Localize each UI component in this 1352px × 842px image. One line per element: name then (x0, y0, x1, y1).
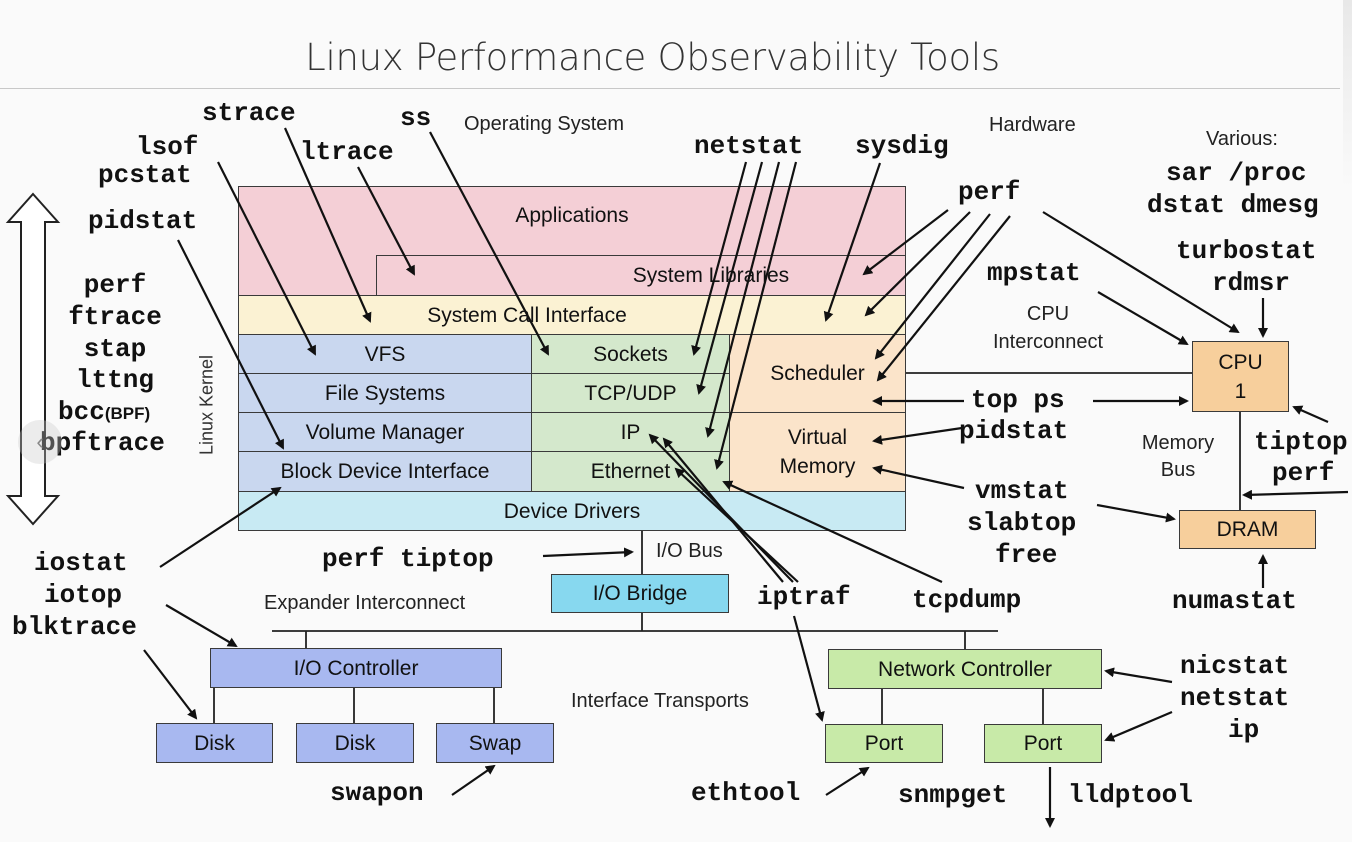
network-controller-label: Network Controller (878, 657, 1052, 681)
tool-pidstat-right: pidstat (959, 416, 1069, 446)
layer-applications-label: Applications (515, 204, 629, 227)
tool-iotop: iotop (44, 580, 123, 610)
page-title: Linux Performance Observability Tools (305, 36, 1000, 79)
tool-perf-tiptop: perf tiptop (322, 544, 494, 574)
tool-ethtool: ethtool (691, 778, 801, 808)
tool-swapon: swapon (330, 778, 424, 808)
various-label: Various: (1206, 128, 1278, 150)
tool-blktrace: blktrace (12, 612, 137, 642)
os-section-label: Operating System (464, 113, 625, 135)
tool-lsof: lsof (136, 132, 199, 162)
cpu-block-label: CPU 1 (1218, 350, 1263, 403)
tool-ltrace: ltrace (300, 137, 394, 167)
io-controller-label: I/O Controller (293, 656, 419, 680)
kernel-section-label: Linux Kernel (196, 354, 217, 456)
disk-1-label: Disk (194, 731, 235, 755)
hw-section-label: Hardware (989, 114, 1076, 136)
layer-device-drivers: Device Drivers (238, 491, 906, 531)
tool-iptraf: iptraf (757, 582, 851, 612)
layer-ip: IP (531, 412, 730, 452)
port-1: Port (825, 724, 943, 763)
tool-rdmsr: rdmsr (1212, 268, 1291, 298)
tool-left-bcc: bcc(BPF) (58, 397, 150, 427)
memory-bus-label: Memory Bus (1141, 432, 1215, 481)
tool-strace: strace (202, 98, 296, 128)
swap-device-label: Swap (468, 731, 522, 755)
dram-block-label: DRAM (1216, 518, 1279, 541)
tool-left-bpftrace: bpftrace (40, 428, 165, 458)
layer-vfs-label: VFS (364, 342, 406, 366)
tool-ss: ss (400, 103, 432, 133)
layer-ethernet-label: Ethernet (590, 460, 671, 483)
layer-volume-manager-label: Volume Manager (305, 420, 465, 444)
tool-tiptop-right: tiptop (1254, 427, 1348, 457)
tool-netstat-bottom: netstat (1180, 683, 1290, 713)
tool-pidstat-left: pidstat (88, 206, 198, 236)
tool-tcpdump: tcpdump (912, 585, 1022, 615)
swap-device: Swap (436, 723, 554, 763)
tool-left-bpf: (BPF) (104, 404, 151, 423)
dram-block: DRAM (1179, 510, 1316, 549)
previous-slide-button[interactable]: ‹ (18, 420, 62, 464)
kernel-section-label-wrap: Linux Kernel (196, 330, 218, 480)
layer-file-systems-label: File Systems (324, 381, 446, 405)
layer-device-drivers-label: Device Drivers (503, 499, 641, 523)
edge-strip (1343, 0, 1352, 190)
tool-nicstat: nicstat (1180, 651, 1290, 681)
tool-numastat: numastat (1172, 586, 1297, 616)
tool-pcstat: pcstat (98, 160, 192, 190)
tool-free: free (995, 540, 1058, 570)
disk-2: Disk (296, 723, 414, 763)
tool-sysdig: sysdig (855, 131, 949, 161)
layer-file-systems: File Systems (238, 373, 532, 413)
io-bus-label: I/O Bus (656, 540, 723, 562)
tool-top-ps: top ps (971, 385, 1065, 415)
expander-interconnect-label: Expander Interconnect (264, 592, 466, 614)
layer-tcp-udp-label: TCP/UDP (584, 381, 677, 405)
layer-ip-label: IP (620, 420, 641, 444)
tool-turbostat: turbostat (1176, 236, 1317, 266)
tool-mpstat: mpstat (987, 258, 1081, 288)
layer-block-device-interface: Block Device Interface (238, 451, 532, 492)
tool-lldptool: lldptool (1068, 780, 1193, 810)
tool-iostat: iostat (34, 548, 128, 578)
tool-snmpget: snmpget (898, 780, 1008, 810)
layer-scheduler-label: Scheduler (770, 362, 865, 385)
chevron-left-icon: ‹ (36, 429, 44, 454)
layer-virtual-memory-label: Virtual Memory (779, 426, 856, 478)
network-controller: Network Controller (828, 649, 1102, 689)
layer-ethernet: Ethernet (531, 451, 730, 492)
cpu-block: CPU 1 (1192, 341, 1289, 412)
disk-2-label: Disk (334, 731, 376, 755)
tool-left-lttng: lttng (75, 365, 154, 395)
layer-virtual-memory: Virtual Memory (729, 412, 906, 492)
tool-slabtop: slabtop (967, 508, 1077, 538)
cpu-interconnect-label: CPU Interconnect (992, 303, 1104, 353)
port-2: Port (984, 724, 1102, 763)
tool-left-stap: stap (83, 334, 147, 364)
tool-left-bcc-name: bcc (58, 397, 105, 427)
tool-dstat-dmesg: dstat dmesg (1147, 190, 1319, 220)
layer-vfs: VFS (238, 334, 532, 374)
title-divider (0, 88, 1340, 89)
tool-left-ftrace: ftrace (68, 302, 162, 332)
io-controller: I/O Controller (210, 648, 502, 688)
tool-perf-right: perf (1272, 458, 1335, 488)
layer-block-device-interface-label: Block Device Interface (280, 460, 490, 483)
layer-sockets-label: Sockets (593, 342, 668, 366)
tool-sar-proc: sar /proc (1166, 158, 1307, 188)
tool-netstat-top: netstat (694, 131, 804, 161)
tool-ip: ip (1228, 715, 1260, 745)
port-2-label: Port (1023, 732, 1063, 755)
io-bridge-label: I/O Bridge (592, 582, 688, 605)
tool-left-perf: perf (83, 270, 147, 300)
port-1-label: Port (864, 732, 904, 755)
layer-volume-manager: Volume Manager (238, 412, 532, 452)
tool-vmstat: vmstat (975, 476, 1069, 506)
interface-transports-label: Interface Transports (571, 690, 749, 712)
tool-perf-top: perf (958, 177, 1021, 207)
io-bridge: I/O Bridge (551, 574, 729, 613)
disk-1: Disk (156, 723, 273, 763)
